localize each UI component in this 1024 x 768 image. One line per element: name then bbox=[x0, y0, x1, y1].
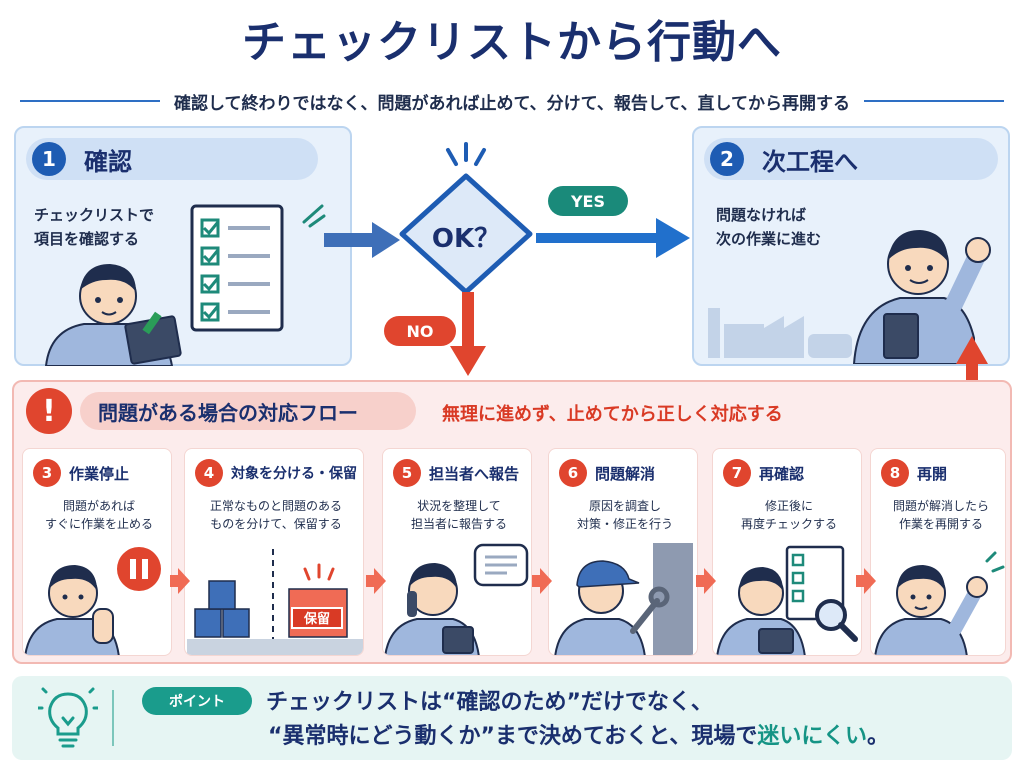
subtitle-line-left bbox=[20, 100, 161, 102]
flow-step-desc-line1: 問題があれば bbox=[62, 499, 135, 513]
flow-step-5: 5 担当者へ報告 状況を整理して 担当者に報告する bbox=[382, 448, 532, 656]
flow-step-title: 作業停止 bbox=[69, 464, 130, 483]
flow-step-title: 再開 bbox=[917, 464, 948, 483]
flow-step-desc-line2: 対策・修正を行う bbox=[576, 517, 673, 531]
arrow-yes bbox=[536, 218, 690, 258]
wrench-repair-icon bbox=[554, 543, 693, 655]
decision-label: OK？ bbox=[431, 224, 501, 254]
subtitle: 確認して終わりではなく、問題があれば止めて、分けて、報告して、直してから再開する bbox=[174, 93, 850, 114]
yes-label: YES bbox=[548, 186, 628, 216]
factory-icon bbox=[708, 308, 852, 358]
flow-step-title: 問題解消 bbox=[595, 464, 656, 483]
tip-line2-part1: “異常時にどう動くか”まで決めておくと、現場で bbox=[268, 724, 758, 749]
subtitle-row: 確認して終わりではなく、問題があれば止めて、分けて、報告して、直してから再開する bbox=[20, 88, 1005, 114]
step1-desc-line2: 項目を確認する bbox=[34, 230, 140, 248]
warning-icon: ! bbox=[26, 388, 72, 434]
step2-title: 次工程へ bbox=[762, 147, 858, 176]
point-badge: ポイント bbox=[142, 687, 252, 715]
flow-step-desc-line2: 担当者に報告する bbox=[410, 517, 507, 531]
stop-work-icon bbox=[24, 547, 161, 655]
tip-line1: チェックリストは“確認のため”だけでなく、 bbox=[266, 690, 713, 715]
tip-highlight: 迷いにくい bbox=[757, 724, 867, 749]
step1-number: 1 bbox=[32, 142, 66, 176]
flow-arrow bbox=[366, 568, 386, 594]
page-title: チェックリストから行動へ bbox=[242, 17, 782, 68]
flow-arrow bbox=[696, 568, 716, 594]
flow-step-desc-line1: 問題が解消したら bbox=[892, 499, 989, 513]
flow-step-number: 7 bbox=[723, 459, 751, 487]
step1-desc-line1: チェックリストで bbox=[34, 206, 155, 224]
flow-step-number: 5 bbox=[393, 459, 421, 487]
flow-arrow bbox=[856, 568, 876, 594]
arrow-to-decision bbox=[324, 222, 400, 258]
flow-step-title: 対象を分ける・保留 bbox=[231, 466, 357, 482]
tip-divider bbox=[112, 690, 114, 746]
flow-step-4: 4 対象を分ける・保留 正常なものと問題のある ものを分けて、保留する 保留 bbox=[184, 448, 364, 656]
flow-step-8: 8 再開 問題が解消したら 作業を再開する bbox=[870, 448, 1006, 656]
hold-tag: 保留 bbox=[291, 607, 343, 629]
flow-step-6: 6 問題解消 原因を調査し 対策・修正を行う bbox=[548, 448, 698, 656]
alert-rays-icon bbox=[446, 142, 486, 166]
flow-step-7: 7 再確認 修正後に 再度チェックする bbox=[712, 448, 862, 656]
flow-title: 問題がある場合の対応フロー bbox=[80, 392, 416, 430]
flow-arrow bbox=[170, 568, 190, 594]
step2-header: 2 次工程へ bbox=[704, 138, 998, 180]
tip-line2: “異常時にどう動くか”まで決めておくと、現場で迷いにくい。 bbox=[268, 718, 889, 750]
flow-arrow bbox=[532, 568, 552, 594]
flow-step-number: 3 bbox=[33, 459, 61, 487]
flow-step-desc-line2: 再度チェックする bbox=[740, 517, 837, 531]
subtitle-line-right bbox=[863, 100, 1005, 102]
worker-checking-icon bbox=[44, 264, 182, 366]
flow-step-desc-line2: ものを分けて、保留する bbox=[210, 517, 342, 531]
step1-panel: 1 確認 チェックリストで 項目を確認する bbox=[14, 126, 352, 366]
step1-title: 確認 bbox=[84, 147, 132, 176]
step2-desc-line2: 次の作業に進む bbox=[716, 230, 822, 248]
checklist-board-icon bbox=[190, 204, 284, 332]
tip-line2-end: 。 bbox=[866, 724, 889, 749]
resume-work-icon bbox=[874, 551, 1005, 655]
flow-step-title: 担当者へ報告 bbox=[429, 464, 520, 483]
report-phone-icon bbox=[384, 543, 529, 655]
arrow-no bbox=[450, 292, 486, 376]
flow-step-desc-line2: すぐに作業を止める bbox=[44, 517, 153, 531]
flow-step-desc-line2: 作業を再開する bbox=[898, 517, 983, 531]
flow-step-desc-line1: 状況を整理して bbox=[417, 499, 501, 513]
recheck-magnifier-icon bbox=[716, 545, 858, 655]
flow-step-desc-line1: 正常なものと問題のある bbox=[209, 499, 342, 513]
flow-step-number: 8 bbox=[881, 459, 909, 487]
flow-step-desc-line1: 原因を調査し bbox=[588, 499, 661, 513]
flow-step-title: 再確認 bbox=[759, 464, 805, 483]
worker-proceeding-icon bbox=[852, 230, 991, 364]
step2-desc-line1: 問題なければ bbox=[716, 206, 807, 224]
sparkle-icon bbox=[302, 204, 326, 228]
flow-note: 無理に進めず、止めてから正しく対応する bbox=[442, 404, 783, 425]
flow-step-3: 3 作業停止 問題があれば すぐに作業を止める bbox=[22, 448, 172, 656]
flow-step-number: 4 bbox=[195, 459, 223, 487]
separate-boxes-icon bbox=[187, 549, 363, 655]
step2-panel: 2 次工程へ 問題なければ 次の作業に進む bbox=[692, 126, 1010, 366]
lightbulb-icon bbox=[38, 687, 98, 748]
flow-step-number: 6 bbox=[559, 459, 587, 487]
step2-number: 2 bbox=[710, 142, 744, 176]
step1-header: 1 確認 bbox=[26, 138, 318, 180]
flow-step-desc-line1: 修正後に bbox=[764, 499, 813, 513]
no-label: NO bbox=[384, 316, 456, 346]
